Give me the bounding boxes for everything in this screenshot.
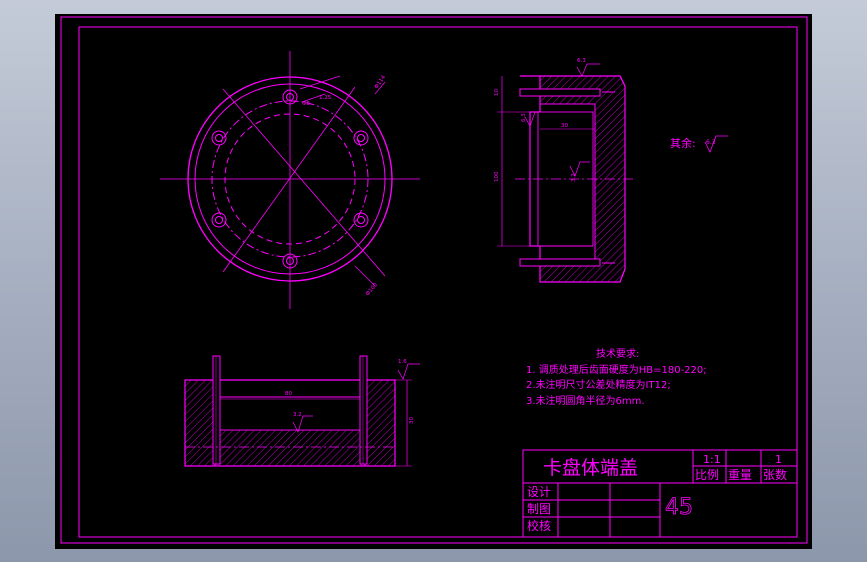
- tech-line-3: 3.未注明圆角半径为6mm.: [526, 394, 645, 407]
- dim-roughness-top: 6.3: [577, 58, 586, 64]
- title-block: 卡盘体端盖 1:1 1 比例 重量 张数 设计 制图 校核 45: [522, 449, 798, 538]
- sheets-label: 张数: [763, 467, 787, 482]
- tech-line-1: 1. 调质处理后齿面硬度为HB=180-220;: [526, 363, 707, 376]
- check-label: 校核: [527, 518, 551, 533]
- dim-hole-top: 1.25: [319, 95, 332, 101]
- tech-line-2: 2.未注明尺寸公差处精度为IT12;: [526, 378, 671, 391]
- dim-right-height: 30: [409, 417, 415, 424]
- part-name: 卡盘体端盖: [543, 457, 638, 479]
- side-view: 10 6.3 6.3 30 100 3.2: [494, 58, 635, 283]
- dim-hole-small: Φ8: [302, 101, 310, 107]
- dim-inner: 30: [561, 123, 568, 129]
- scale-label: 比例: [695, 468, 719, 482]
- roughness-value: 6.3: [706, 139, 716, 146]
- roughness-label: 其余:: [670, 136, 696, 150]
- sheet-count-value: 1: [775, 453, 782, 466]
- tech-title: 技术要求:: [596, 347, 639, 360]
- bolt-holes: [211, 89, 369, 269]
- dim-face: 3.2: [571, 173, 577, 182]
- dim-roughness-mid: 3.2: [293, 412, 302, 418]
- tech-requirements: 技术要求: 1. 调质处理后齿面硬度为HB=180-220; 2.未注明尺寸公差…: [526, 347, 707, 407]
- scale-value: 1:1: [703, 453, 721, 466]
- design-label: 设计: [527, 485, 551, 499]
- dim-roughness-right: 1.6: [398, 359, 407, 365]
- drawing-canvas[interactable]: 1.25 Φ8 Φ114 Φ100: [55, 14, 812, 549]
- section-view: 1.6 80 3.2 30: [184, 355, 420, 467]
- dim-roughness-inner: 6.3: [521, 113, 527, 122]
- dim-height: 100: [494, 171, 500, 182]
- outer-circle: [187, 76, 393, 282]
- front-view: 1.25 Φ8 Φ114 Φ100: [160, 51, 420, 309]
- roughness-note: 其余: 6.3: [670, 135, 728, 153]
- dim-side-top: 10: [494, 89, 500, 96]
- weight-label: 重量: [728, 468, 752, 482]
- outer-frame: [60, 16, 808, 544]
- dim-width: 80: [285, 391, 292, 397]
- dim-bottom-diameter: Φ100: [365, 282, 379, 298]
- rim-circle: [194, 83, 386, 275]
- inner-circle: [224, 113, 356, 245]
- material-value: 45: [665, 495, 693, 520]
- drawn-label: 制图: [527, 502, 551, 516]
- bolt-circle: [211, 100, 369, 258]
- inner-frame: [78, 26, 798, 538]
